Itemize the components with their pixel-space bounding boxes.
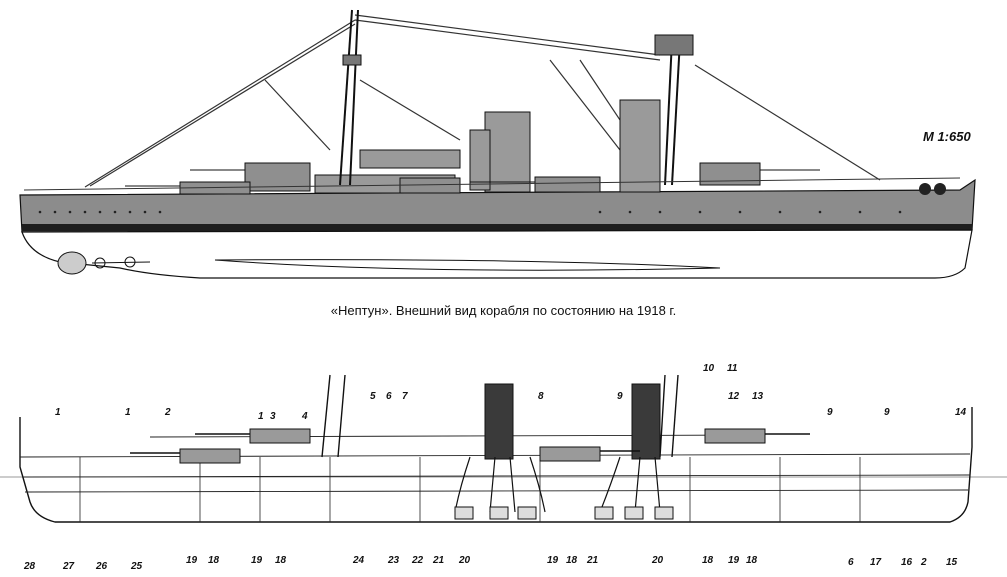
callout-top-9a: 9 <box>617 391 623 402</box>
callout-top-13: 13 <box>752 391 764 402</box>
callout-bottom-15: 15 <box>946 557 958 568</box>
bulkheads <box>79 457 861 522</box>
gun-barrels <box>130 433 810 454</box>
ship-profile-view <box>19 9 976 279</box>
hull-upper <box>19 178 976 233</box>
section-turrets <box>179 428 766 464</box>
forward-funnel-section <box>484 383 514 460</box>
callout-top-1c: 1 <box>258 411 264 422</box>
callout-top-3: 3 <box>270 411 276 422</box>
callout-top-2: 2 <box>164 407 171 418</box>
gun-turrets <box>125 162 820 195</box>
callout-bottom-24: 24 <box>352 555 365 566</box>
callout-bottom-21b: 21 <box>586 555 599 566</box>
boilers <box>454 506 674 520</box>
callout-top-4: 4 <box>301 411 308 422</box>
callout-top-1a: 1 <box>55 407 61 418</box>
callout-bottom-27: 27 <box>62 561 75 572</box>
callout-bottom-25: 25 <box>130 561 143 572</box>
callout-top-6: 6 <box>386 391 392 402</box>
superstructure <box>314 99 661 194</box>
callout-top-1b: 1 <box>125 407 131 418</box>
aft-funnel-section <box>631 383 661 460</box>
callout-bottom-6: 6 <box>848 557 854 568</box>
rudder <box>57 251 87 275</box>
callout-bottom-18b: 18 <box>275 555 287 566</box>
callout-top-7: 7 <box>402 391 408 402</box>
callout-bottom-19a: 19 <box>186 555 198 566</box>
scale-label: M 1:650 <box>923 129 971 144</box>
callout-bottom-16: 16 <box>901 557 913 568</box>
callout-top-9b: 9 <box>827 407 833 418</box>
callout-top-5: 5 <box>370 391 376 402</box>
callout-bottom-19d: 19 <box>728 555 740 566</box>
masts <box>339 9 694 186</box>
callout-bottom-17: 17 <box>870 557 882 568</box>
callout-top-11: 11 <box>727 363 738 374</box>
callout-bottom-23: 23 <box>387 555 400 566</box>
callout-bottom-18d: 18 <box>702 555 714 566</box>
callout-top-12: 12 <box>728 391 740 402</box>
section-masts <box>321 374 679 458</box>
deck-rail <box>23 177 961 191</box>
callout-top-8: 8 <box>538 391 544 402</box>
portholes <box>38 210 902 214</box>
waterline-band <box>22 224 972 231</box>
ship-section-view: 1 1 2 1 3 4 5 6 7 8 9 10 11 12 13 9 9 14… <box>0 363 1007 572</box>
callout-top-14: 14 <box>955 407 967 418</box>
callout-numbers: 1 1 2 1 3 4 5 6 7 8 9 10 11 12 13 9 9 14… <box>23 363 967 572</box>
figure-caption: «Нептун». Внешний вид корабля по состоян… <box>330 303 677 318</box>
callout-bottom-2: 2 <box>920 557 927 568</box>
callout-top-10: 10 <box>703 363 715 374</box>
callout-bottom-28: 28 <box>23 561 36 572</box>
callout-bottom-18e: 18 <box>746 555 758 566</box>
hull-section-outline <box>19 407 973 523</box>
callout-bottom-19b: 19 <box>251 555 263 566</box>
callout-bottom-18a: 18 <box>208 555 220 566</box>
callout-bottom-19c: 19 <box>547 555 559 566</box>
boiler-uptakes <box>454 456 661 513</box>
bilge-keel <box>214 259 721 271</box>
hull-lower <box>21 229 973 279</box>
callout-bottom-21a: 21 <box>432 555 445 566</box>
callout-bottom-20b: 20 <box>651 555 664 566</box>
callout-bottom-18c: 18 <box>566 555 578 566</box>
boom-rigging <box>84 14 881 188</box>
anchor-hawse <box>919 183 946 195</box>
callout-bottom-26: 26 <box>95 561 108 572</box>
propeller-shaft <box>91 256 151 269</box>
callout-bottom-20a: 20 <box>458 555 471 566</box>
callout-top-9c: 9 <box>884 407 890 418</box>
callout-bottom-22: 22 <box>411 555 424 566</box>
